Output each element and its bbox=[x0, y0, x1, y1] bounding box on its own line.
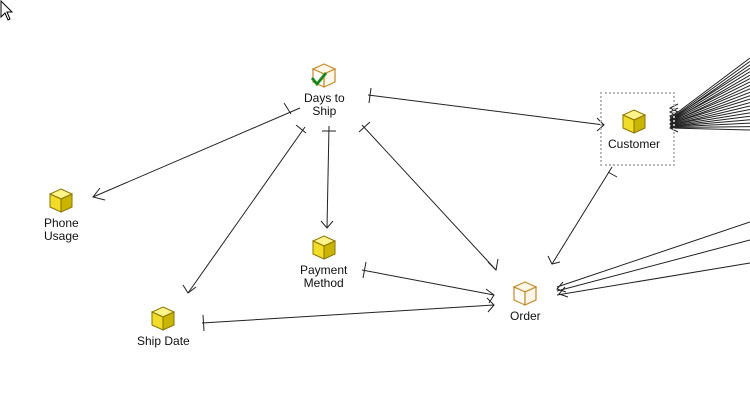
edge-fan-customer-offscreen[interactable] bbox=[668, 57, 750, 133]
cube-icon bbox=[621, 109, 647, 134]
fan-edge bbox=[670, 71, 750, 121]
node-order[interactable]: Order bbox=[510, 280, 541, 323]
fan-edge bbox=[670, 112, 750, 127]
edge-ship-date-order[interactable] bbox=[201, 297, 495, 332]
fan-edge bbox=[669, 78, 750, 122]
hollow-cube-check-icon bbox=[311, 63, 337, 88]
selection-box bbox=[600, 92, 675, 166]
edge-days-to-ship-ship-date[interactable] bbox=[182, 124, 307, 294]
fan-edge bbox=[669, 119, 750, 128]
node-phone-usage[interactable]: Phone Usage bbox=[44, 187, 79, 243]
edge-days-to-ship-payment-method[interactable] bbox=[320, 125, 336, 229]
node-label: Days to Ship bbox=[304, 91, 345, 118]
fan-edge bbox=[670, 122, 750, 128]
fan-crows-foot bbox=[668, 119, 679, 129]
fan-edge bbox=[670, 61, 750, 119]
node-label: Phone Usage bbox=[44, 216, 79, 243]
fan-crows-foot bbox=[668, 123, 679, 133]
fan-edge bbox=[669, 88, 750, 123]
fan-edge bbox=[669, 57, 750, 119]
fan-edge bbox=[669, 127, 750, 131]
node-payment-method[interactable]: Payment Method bbox=[300, 234, 347, 290]
node-ship-date[interactable]: Ship Date bbox=[137, 305, 190, 348]
edge-payment-method-order[interactable] bbox=[361, 261, 495, 304]
edge-days-to-ship-order[interactable] bbox=[358, 121, 499, 272]
fan-crows-foot bbox=[668, 107, 679, 117]
cube-icon bbox=[311, 235, 336, 260]
node-label: Ship Date bbox=[137, 334, 190, 348]
fan-edge bbox=[671, 126, 750, 129]
cube-icon bbox=[151, 306, 176, 331]
node-days-to-ship[interactable]: Days to Ship bbox=[304, 62, 345, 118]
fan-edge bbox=[670, 102, 750, 125]
edge-order-offscreen-1[interactable] bbox=[556, 221, 750, 298]
node-label: Order bbox=[510, 309, 541, 323]
node-label: Payment Method bbox=[300, 263, 348, 290]
fan-edge bbox=[669, 108, 750, 126]
hollow-cube-icon bbox=[512, 281, 538, 306]
fan-edge bbox=[669, 67, 750, 120]
fan-edge bbox=[671, 105, 750, 126]
node-label: Customer bbox=[608, 137, 661, 151]
cube-icon bbox=[49, 188, 74, 213]
fan-crows-foot bbox=[668, 115, 679, 125]
node-customer[interactable]: Customer bbox=[608, 108, 660, 151]
edge-days-to-ship-customer[interactable] bbox=[367, 87, 605, 132]
edge-customer-order[interactable] bbox=[547, 166, 618, 265]
fan-edge bbox=[670, 91, 750, 124]
fan-crows-foot bbox=[668, 111, 679, 121]
edge-days-to-ship-phone-usage[interactable] bbox=[92, 102, 301, 201]
fan-edge bbox=[671, 115, 750, 127]
mouse-cursor-icon bbox=[0, 0, 14, 21]
fan-crows-foot bbox=[668, 103, 679, 113]
fan-edge bbox=[669, 98, 750, 125]
fan-edge bbox=[670, 81, 750, 122]
